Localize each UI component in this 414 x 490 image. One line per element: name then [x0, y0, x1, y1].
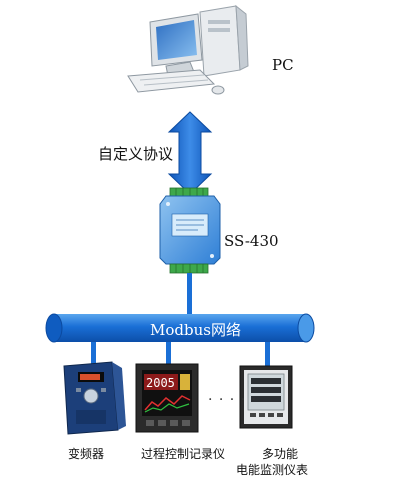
modbus-network-label: Modbus网络 — [150, 321, 241, 339]
process-recorder-icon: 2005 — [135, 363, 199, 433]
power-meter-label-line1: 多功能 — [262, 447, 299, 461]
power-meter-label-line2: 电能监测仪表 — [236, 463, 309, 477]
power-meter-icon — [239, 365, 293, 429]
recorder-display-text: 2005 — [146, 376, 175, 390]
bus-link-recorder — [166, 342, 171, 366]
modbus-bus — [45, 313, 315, 343]
pc-computer-icon — [127, 4, 249, 95]
ss430-converter-icon — [159, 187, 221, 274]
converter-bus-link — [187, 273, 192, 315]
bus-link-inverter — [91, 342, 96, 366]
converter-model-label: SS-430 — [224, 232, 279, 250]
custom-protocol-label: 自定义协议 — [98, 145, 174, 163]
inverter-label: 变频器 — [68, 447, 105, 461]
more-devices-ellipsis: . . . . . — [208, 388, 258, 404]
bus-link-meter — [265, 342, 270, 368]
inverter-icon — [63, 361, 126, 435]
protocol-double-arrow — [167, 111, 213, 195]
pc-label: PC — [272, 56, 294, 74]
process-recorder-label: 过程控制记录仪 — [141, 447, 226, 461]
